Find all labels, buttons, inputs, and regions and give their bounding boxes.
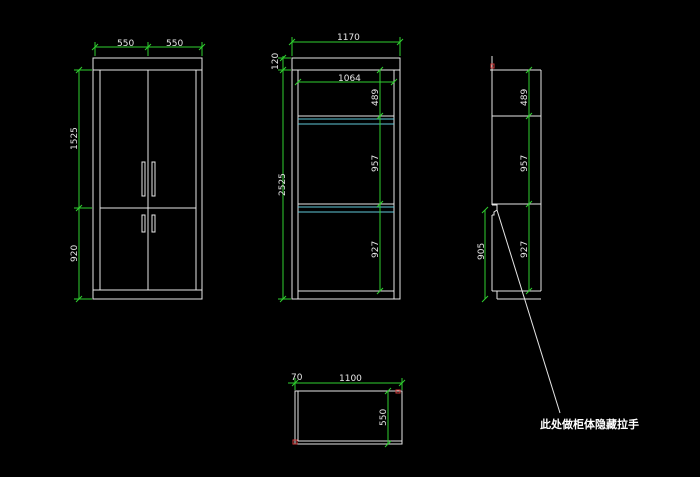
side-view: 489 957 927 905 (477, 56, 561, 414)
section-view: 1170 1064 120 2525 489 957 927 (271, 33, 404, 303)
front-outer-frame (92, 57, 203, 300)
dim-section-overall-width: 1170 (337, 33, 360, 43)
dim-tick (396, 38, 404, 46)
dim-tick (398, 379, 406, 387)
dim-section-shelf-1: 489 (371, 89, 381, 106)
dim-tick (198, 43, 206, 51)
dim-tick (376, 66, 384, 74)
dim-tick (279, 66, 287, 74)
plan-corner-marker (292, 439, 298, 445)
handle-upper-right-icon (151, 161, 156, 197)
dim-side-shelf-1: 489 (520, 89, 530, 106)
dim-tick (376, 200, 384, 208)
hidden-handle-icon (492, 204, 498, 216)
note-leader-line (496, 209, 561, 414)
dim-tick (481, 206, 489, 214)
dim-tick (144, 43, 152, 51)
dim-section-inner-width: 1064 (338, 74, 361, 84)
front-view: 550 550 1525 920 (70, 39, 206, 303)
plan-outline (294, 390, 403, 445)
dim-tick (481, 295, 489, 303)
dim-tick (288, 38, 296, 46)
dim-tick (75, 204, 83, 212)
plan-view: 70 1100 550 (288, 373, 406, 448)
dim-plan-width: 1100 (339, 374, 362, 384)
dim-tick (525, 66, 533, 74)
dim-tick (75, 66, 83, 74)
dim-section-total-height: 2525 (278, 173, 288, 196)
dim-tick (384, 440, 392, 448)
section-outer-frame (291, 57, 401, 300)
dim-front-height-upper: 1525 (70, 127, 80, 150)
dim-front-width-left: 550 (117, 39, 134, 49)
dim-tick (525, 112, 533, 120)
dim-tick (279, 54, 287, 62)
dim-tick (384, 387, 392, 395)
dim-section-shelf-2: 957 (371, 155, 381, 172)
side-top-marker (490, 63, 495, 69)
plan-corner-marker (395, 389, 401, 394)
dim-tick (279, 295, 287, 303)
handle-lower-left-icon (141, 214, 146, 233)
dim-section-top-height: 120 (271, 53, 281, 70)
dim-tick (291, 379, 299, 387)
dim-tick (294, 78, 302, 86)
dim-tick (525, 200, 533, 208)
dim-side-shelf-2: 957 (520, 155, 530, 172)
dim-tick (390, 78, 398, 86)
handle-upper-left-icon (141, 161, 146, 197)
handle-lower-right-icon (151, 214, 156, 233)
dim-plan-left-offset: 70 (291, 373, 303, 383)
dim-side-lower-height: 905 (477, 243, 487, 260)
dim-tick (525, 287, 533, 295)
dim-tick (75, 295, 83, 303)
dim-side-shelf-3: 927 (520, 241, 530, 258)
dim-section-shelf-3: 927 (371, 241, 381, 258)
dim-tick (376, 112, 384, 120)
dim-tick (376, 287, 384, 295)
hidden-handle-note: 此处做柜体隐藏拉手 (540, 417, 639, 431)
dim-front-height-lower: 920 (70, 245, 80, 262)
dim-plan-depth: 550 (379, 409, 389, 426)
dim-tick (91, 43, 99, 51)
dim-front-width-right: 550 (166, 39, 183, 49)
